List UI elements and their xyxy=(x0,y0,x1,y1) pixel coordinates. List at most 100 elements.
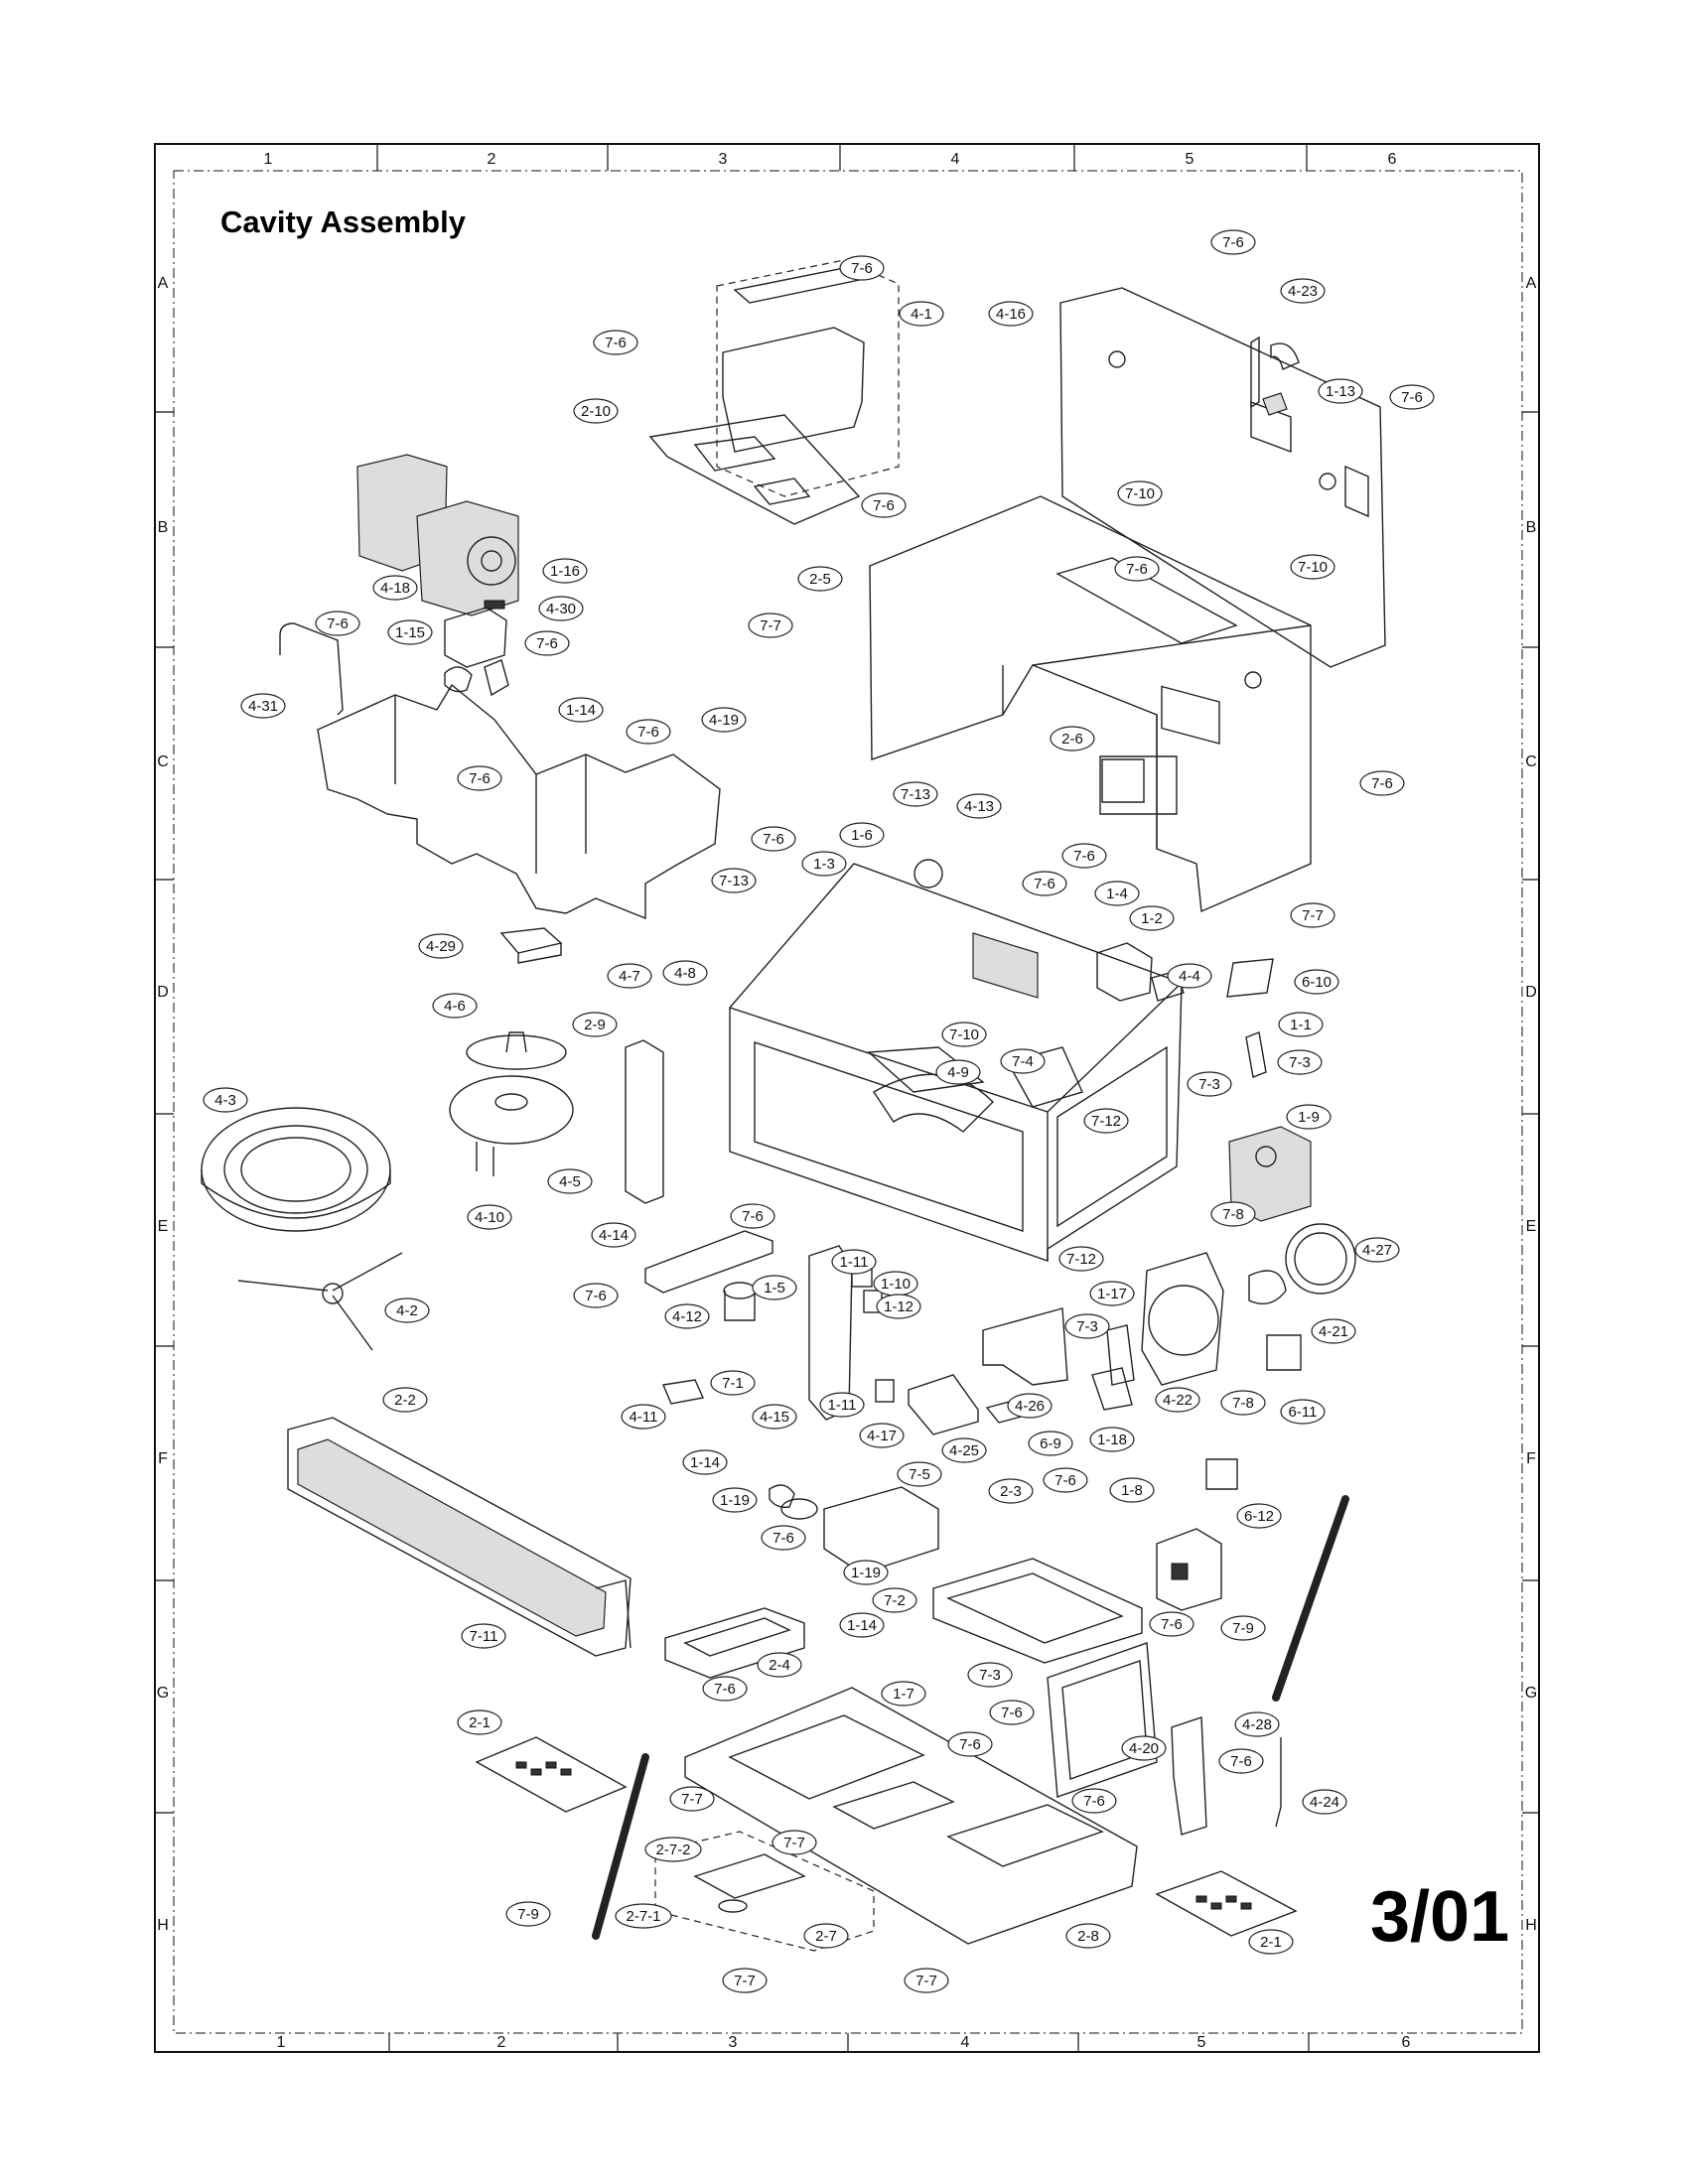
part-callout: 4-25 xyxy=(941,1437,987,1463)
part-callout: 4-27 xyxy=(1354,1237,1400,1263)
callout-bubble xyxy=(621,1404,666,1430)
callout-bubble xyxy=(710,1370,756,1396)
callout-bubble xyxy=(1234,1711,1280,1737)
callout-bubble xyxy=(538,596,584,621)
callout-label: 1-17 xyxy=(1097,1286,1127,1302)
callout-label: 1-9 xyxy=(1298,1109,1320,1126)
callout-label: 7-6 xyxy=(742,1208,764,1225)
part-callout: 7-6 xyxy=(861,492,907,518)
callout-bubble xyxy=(1000,1048,1046,1074)
grid-row-label-right: H xyxy=(1525,1917,1537,1934)
callout-bubble xyxy=(859,1423,905,1448)
part-callout: 4-18 xyxy=(372,575,418,601)
callout-bubble xyxy=(382,1387,428,1413)
callout-label: 1-18 xyxy=(1097,1432,1127,1448)
part-callout: 1-12 xyxy=(876,1294,921,1319)
part-sketches xyxy=(201,259,1386,1952)
part-callout: 7-1 xyxy=(710,1370,756,1396)
part-callout: 7-4 xyxy=(1000,1048,1046,1074)
callout-label: 4-16 xyxy=(996,306,1026,323)
part-callout: 7-6 xyxy=(457,765,502,791)
callout-label: 4-3 xyxy=(214,1092,236,1109)
callout-label: 1-1 xyxy=(1290,1017,1312,1033)
part-callout: 1-6 xyxy=(839,822,885,848)
part-callout: 7-6 xyxy=(315,611,360,636)
callout-label: 1-6 xyxy=(851,827,873,844)
callout-bubble xyxy=(1280,1399,1326,1425)
part-callout: 7-12 xyxy=(1058,1246,1104,1272)
callout-label: 2-1 xyxy=(469,1714,491,1731)
callout-label: 4-2 xyxy=(396,1302,418,1319)
callout-bubble xyxy=(1043,1467,1088,1493)
callout-bubble xyxy=(1050,726,1095,751)
callout-bubble xyxy=(752,1275,797,1300)
part-callout: 6-10 xyxy=(1294,969,1339,995)
callout-bubble xyxy=(1359,770,1405,796)
callout-bubble xyxy=(1117,480,1163,506)
part-callout: 4-6 xyxy=(432,993,478,1019)
callout-label: 7-6 xyxy=(1054,1472,1076,1489)
part-callout: 7-10 xyxy=(1117,480,1163,506)
part-callout: 7-6 xyxy=(1359,770,1405,796)
callout-bubble xyxy=(757,1652,802,1678)
callout-bubble xyxy=(1280,278,1326,304)
callout-label: 7-7 xyxy=(760,617,781,634)
callout-label: 7-6 xyxy=(959,1736,981,1753)
callout-bubble xyxy=(941,1437,987,1463)
callout-label: 4-8 xyxy=(674,965,696,982)
part-callout: 2-7-1 xyxy=(615,1903,672,1929)
part-callout: 7-7 xyxy=(669,1786,715,1812)
callout-bubble xyxy=(524,630,570,656)
callout-bubble xyxy=(1089,1427,1135,1452)
callout-label: 2-7-2 xyxy=(655,1842,690,1858)
grid-row-label-right: F xyxy=(1526,1450,1536,1467)
part-callout: 7-7 xyxy=(772,1830,817,1855)
part-callout: 1-14 xyxy=(682,1449,728,1475)
callout-bubble xyxy=(644,1837,702,1862)
part-callout: 7-6 xyxy=(839,255,885,281)
callout-label: 7-6 xyxy=(1222,234,1244,251)
callout-bubble xyxy=(682,1449,728,1475)
callout-bubble xyxy=(203,1087,248,1113)
callout-bubble xyxy=(730,1203,775,1229)
callout-label: 7-6 xyxy=(873,497,895,514)
callout-bubble xyxy=(956,793,1002,819)
callout-label: 4-12 xyxy=(672,1308,702,1325)
callout-bubble xyxy=(797,566,843,592)
part-callout: 4-3 xyxy=(203,1087,248,1113)
callout-label: 2-9 xyxy=(584,1017,606,1033)
callout-bubble xyxy=(819,1392,865,1418)
part-callout: 1-13 xyxy=(1318,378,1363,404)
callout-bubble xyxy=(761,1525,806,1551)
grid-col-label-bottom: 4 xyxy=(961,2034,970,2051)
callout-label: 7-10 xyxy=(1125,485,1155,502)
part-callout: 2-10 xyxy=(573,398,619,424)
part-callout: 1-3 xyxy=(801,851,847,877)
part-callout: 7-7 xyxy=(904,1968,949,1993)
callout-bubble xyxy=(872,1587,917,1613)
callout-bubble xyxy=(1187,1071,1232,1097)
part-callout: 7-6 xyxy=(1114,556,1160,582)
grid-row-label-right: D xyxy=(1525,984,1537,1001)
part-callout: 7-6 xyxy=(1389,384,1435,410)
part-callout: 4-12 xyxy=(664,1303,710,1329)
callout-bubble xyxy=(1278,1012,1324,1037)
part-callout: 1-16 xyxy=(542,558,588,584)
part-callout: 2-3 xyxy=(988,1478,1034,1504)
outer-frame xyxy=(154,143,1540,2053)
callout-label: 4-29 xyxy=(426,938,456,955)
part-callout: 1-4 xyxy=(1094,881,1140,906)
part-callout: 6-11 xyxy=(1280,1399,1326,1425)
callout-bubble xyxy=(839,1612,885,1638)
callout-label: 7-6 xyxy=(851,260,873,277)
grid-row-label-left: D xyxy=(157,984,169,1001)
callout-bubble xyxy=(839,822,885,848)
callout-bubble xyxy=(1236,1503,1282,1529)
callout-label: 7-6 xyxy=(327,615,349,632)
callout-bubble xyxy=(1294,969,1339,995)
callout-label: 2-4 xyxy=(769,1657,790,1674)
callout-label: 2-3 xyxy=(1000,1483,1022,1500)
part-callout: 1-1 xyxy=(1278,1012,1324,1037)
grid-col-label-top: 5 xyxy=(1186,151,1194,168)
callout-label: 7-8 xyxy=(1232,1395,1254,1412)
